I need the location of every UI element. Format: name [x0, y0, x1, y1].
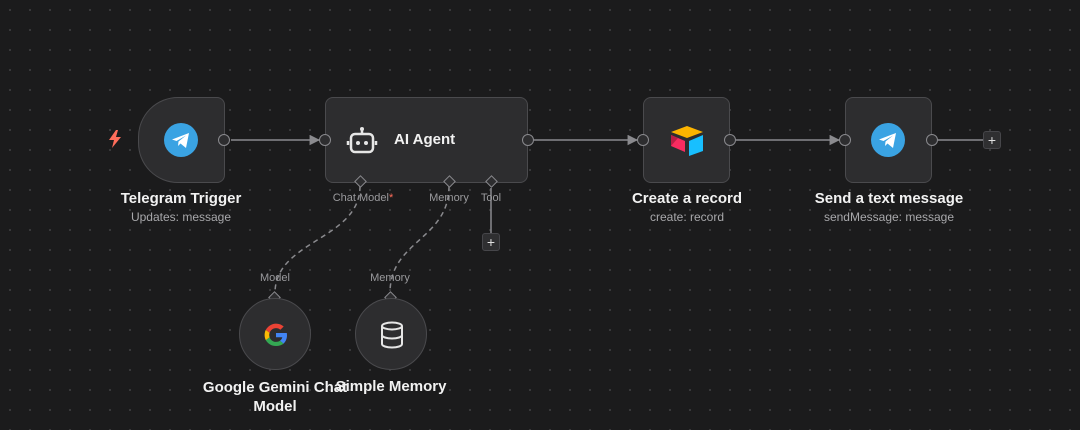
connection-gemini-to-chatmodel: [274, 185, 361, 294]
create-record-subtitle: create: record: [649, 210, 725, 224]
database-icon: [379, 321, 405, 349]
gemini-port-label: Model: [260, 272, 290, 284]
telegram-trigger-output-port[interactable]: [218, 134, 230, 146]
trigger-lightning-icon: [108, 130, 122, 148]
create-record-output-port[interactable]: [724, 134, 736, 146]
telegram-trigger-title: Telegram Trigger: [120, 190, 242, 207]
ai-agent-input-port[interactable]: [319, 134, 331, 146]
robot-icon: [346, 125, 378, 157]
create-record-input-port[interactable]: [637, 134, 649, 146]
simple-memory-node[interactable]: [355, 298, 427, 370]
chat-model-label-text: Chat Model: [332, 192, 389, 204]
google-icon: [262, 321, 290, 349]
add-next-node-button[interactable]: +: [983, 131, 1001, 149]
telegram-icon: [871, 123, 905, 157]
airtable-icon: [669, 124, 705, 156]
send-message-input-port[interactable]: [839, 134, 851, 146]
create-record-title: Create a record: [631, 190, 743, 207]
send-message-output-port[interactable]: [926, 134, 938, 146]
send-message-title: Send a text message: [814, 190, 964, 207]
simple-memory-title: Simple Memory: [335, 378, 447, 395]
memory-node-port-label: Memory: [370, 272, 410, 284]
gemini-title: Google Gemini Chat Model: [202, 379, 348, 415]
telegram-icon: [164, 123, 198, 157]
telegram-trigger-node[interactable]: [138, 97, 225, 183]
create-record-node[interactable]: [643, 97, 730, 183]
required-marker: *: [388, 192, 394, 204]
telegram-trigger-subtitle: Updates: message: [130, 210, 232, 224]
connection-memory-to-agent: [389, 185, 450, 294]
send-message-subtitle: sendMessage: message: [823, 210, 955, 224]
ai-agent-output-port[interactable]: [522, 134, 534, 146]
add-tool-button[interactable]: +: [482, 233, 500, 251]
ai-agent-title: AI Agent: [394, 131, 456, 148]
chat-model-port-label: Chat Model*: [318, 192, 408, 204]
ai-agent-node[interactable]: AI Agent: [325, 97, 528, 183]
send-message-node[interactable]: [845, 97, 932, 183]
gemini-node[interactable]: [239, 298, 311, 370]
memory-port-label: Memory: [429, 192, 469, 204]
tool-port-label: Tool: [480, 192, 502, 204]
